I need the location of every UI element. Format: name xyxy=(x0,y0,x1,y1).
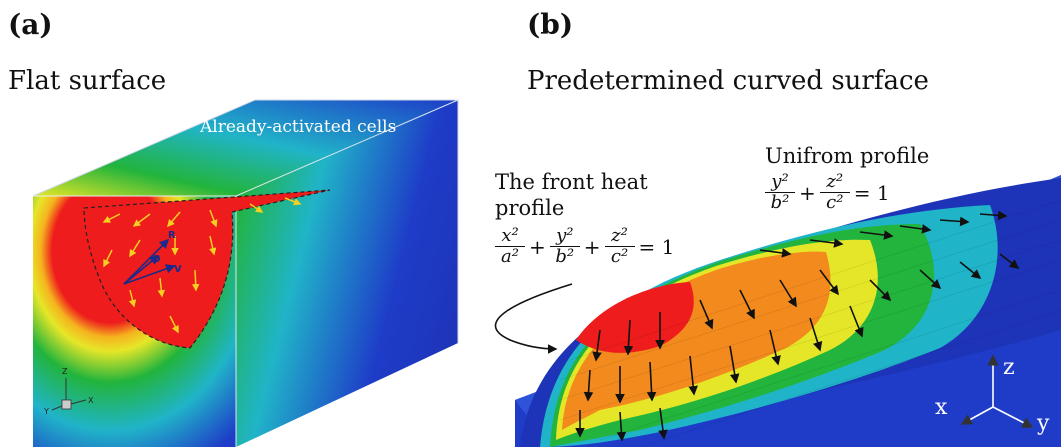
vector-label: R xyxy=(168,230,176,241)
panel-b-axis-triad: z x y xyxy=(935,354,1050,436)
velocity-arrow xyxy=(249,203,264,213)
numerator: y² xyxy=(771,171,789,192)
uniform-profile-title: Unifrom profile xyxy=(765,144,930,168)
panel-a-axis-triad: Z Y X xyxy=(43,367,94,416)
velocity-arrow xyxy=(167,211,181,228)
panel-b-label: (b) xyxy=(527,8,574,41)
velocity-arrow xyxy=(191,269,200,292)
vector-label: V xyxy=(174,264,182,275)
velocity-arrow xyxy=(128,289,137,308)
velocity-arrow xyxy=(129,239,141,258)
box-side-face xyxy=(236,100,458,447)
panel-b-title: Predetermined curved surface xyxy=(527,66,929,96)
velocity-arrow xyxy=(209,235,217,256)
axis-x-label: x xyxy=(935,395,948,420)
panel-b-bead xyxy=(515,175,1061,447)
numerator: x² xyxy=(501,225,519,246)
panel-a-label: (a) xyxy=(8,8,53,41)
vector-label: O xyxy=(152,254,161,265)
fraction-bar xyxy=(495,246,525,247)
plus-sign: + xyxy=(529,234,546,259)
axis-origin-cube xyxy=(61,399,72,410)
fraction: x² a² xyxy=(495,226,525,267)
velocity-arrow xyxy=(209,209,218,228)
pointer-arrow xyxy=(494,283,573,354)
velocity-arrow xyxy=(157,277,166,298)
front-profile-equation: x² a² + y² b² + z² c² = 1 xyxy=(495,226,674,267)
box-edges xyxy=(32,99,459,343)
equals-one: = 1 xyxy=(853,180,890,205)
fraction-bar xyxy=(819,192,850,193)
vector-v xyxy=(123,264,176,285)
axis-z-label: z xyxy=(1003,355,1015,380)
equals-one: = 1 xyxy=(638,234,675,259)
axis-x-line xyxy=(70,399,87,405)
denominator: a² xyxy=(501,246,519,267)
panel-a-title: Flat surface xyxy=(8,66,167,96)
bead-red-zone xyxy=(576,282,694,353)
denominator: b² xyxy=(770,192,790,213)
fraction-bar xyxy=(765,192,795,193)
velocity-arrow xyxy=(284,197,302,206)
axis-label: X xyxy=(88,396,94,405)
fraction: z² c² xyxy=(819,171,850,213)
denominator: c² xyxy=(826,192,844,213)
vector-r xyxy=(123,238,170,285)
axis-y-line xyxy=(51,405,63,411)
uniform-profile-equation: y² b² + z² c² = 1 xyxy=(765,172,890,213)
panel-a-box xyxy=(32,99,459,447)
panel-a-melt-pool: R O V xyxy=(83,189,331,349)
box-top-face xyxy=(33,100,458,196)
fraction-bar xyxy=(549,246,580,247)
fraction: z² c² xyxy=(604,225,635,267)
numerator: z² xyxy=(611,225,628,246)
numerator: z² xyxy=(826,171,844,192)
velocity-arrow xyxy=(103,249,113,268)
numerator: y² xyxy=(556,225,574,246)
velocity-arrow xyxy=(102,213,121,223)
plus-sign: + xyxy=(583,234,601,259)
melt-pool-region xyxy=(83,189,331,349)
fraction-bar xyxy=(604,246,635,247)
fraction: y² b² xyxy=(765,172,795,213)
denominator: b² xyxy=(555,246,575,267)
axis-y-label: y xyxy=(1036,411,1050,436)
vector-o xyxy=(123,254,160,285)
flow-arrows xyxy=(575,210,1020,442)
axis-label: Z xyxy=(62,367,68,376)
box-edge-top xyxy=(235,99,459,197)
velocity-arrow xyxy=(169,315,179,334)
axis-label: Y xyxy=(43,407,49,416)
already-activated-label: Already-activated cells xyxy=(199,117,396,137)
bead-orange-zone xyxy=(562,251,831,430)
front-profile-title-line2: profile xyxy=(495,196,565,220)
velocity-arrow xyxy=(132,213,151,227)
axis-x-line xyxy=(960,406,994,425)
denominator: c² xyxy=(610,246,629,267)
front-profile-title-line1: The front heat xyxy=(495,170,648,194)
axis-y-line xyxy=(992,406,1034,428)
fraction: y² b² xyxy=(549,225,580,267)
plus-sign: + xyxy=(799,180,816,205)
